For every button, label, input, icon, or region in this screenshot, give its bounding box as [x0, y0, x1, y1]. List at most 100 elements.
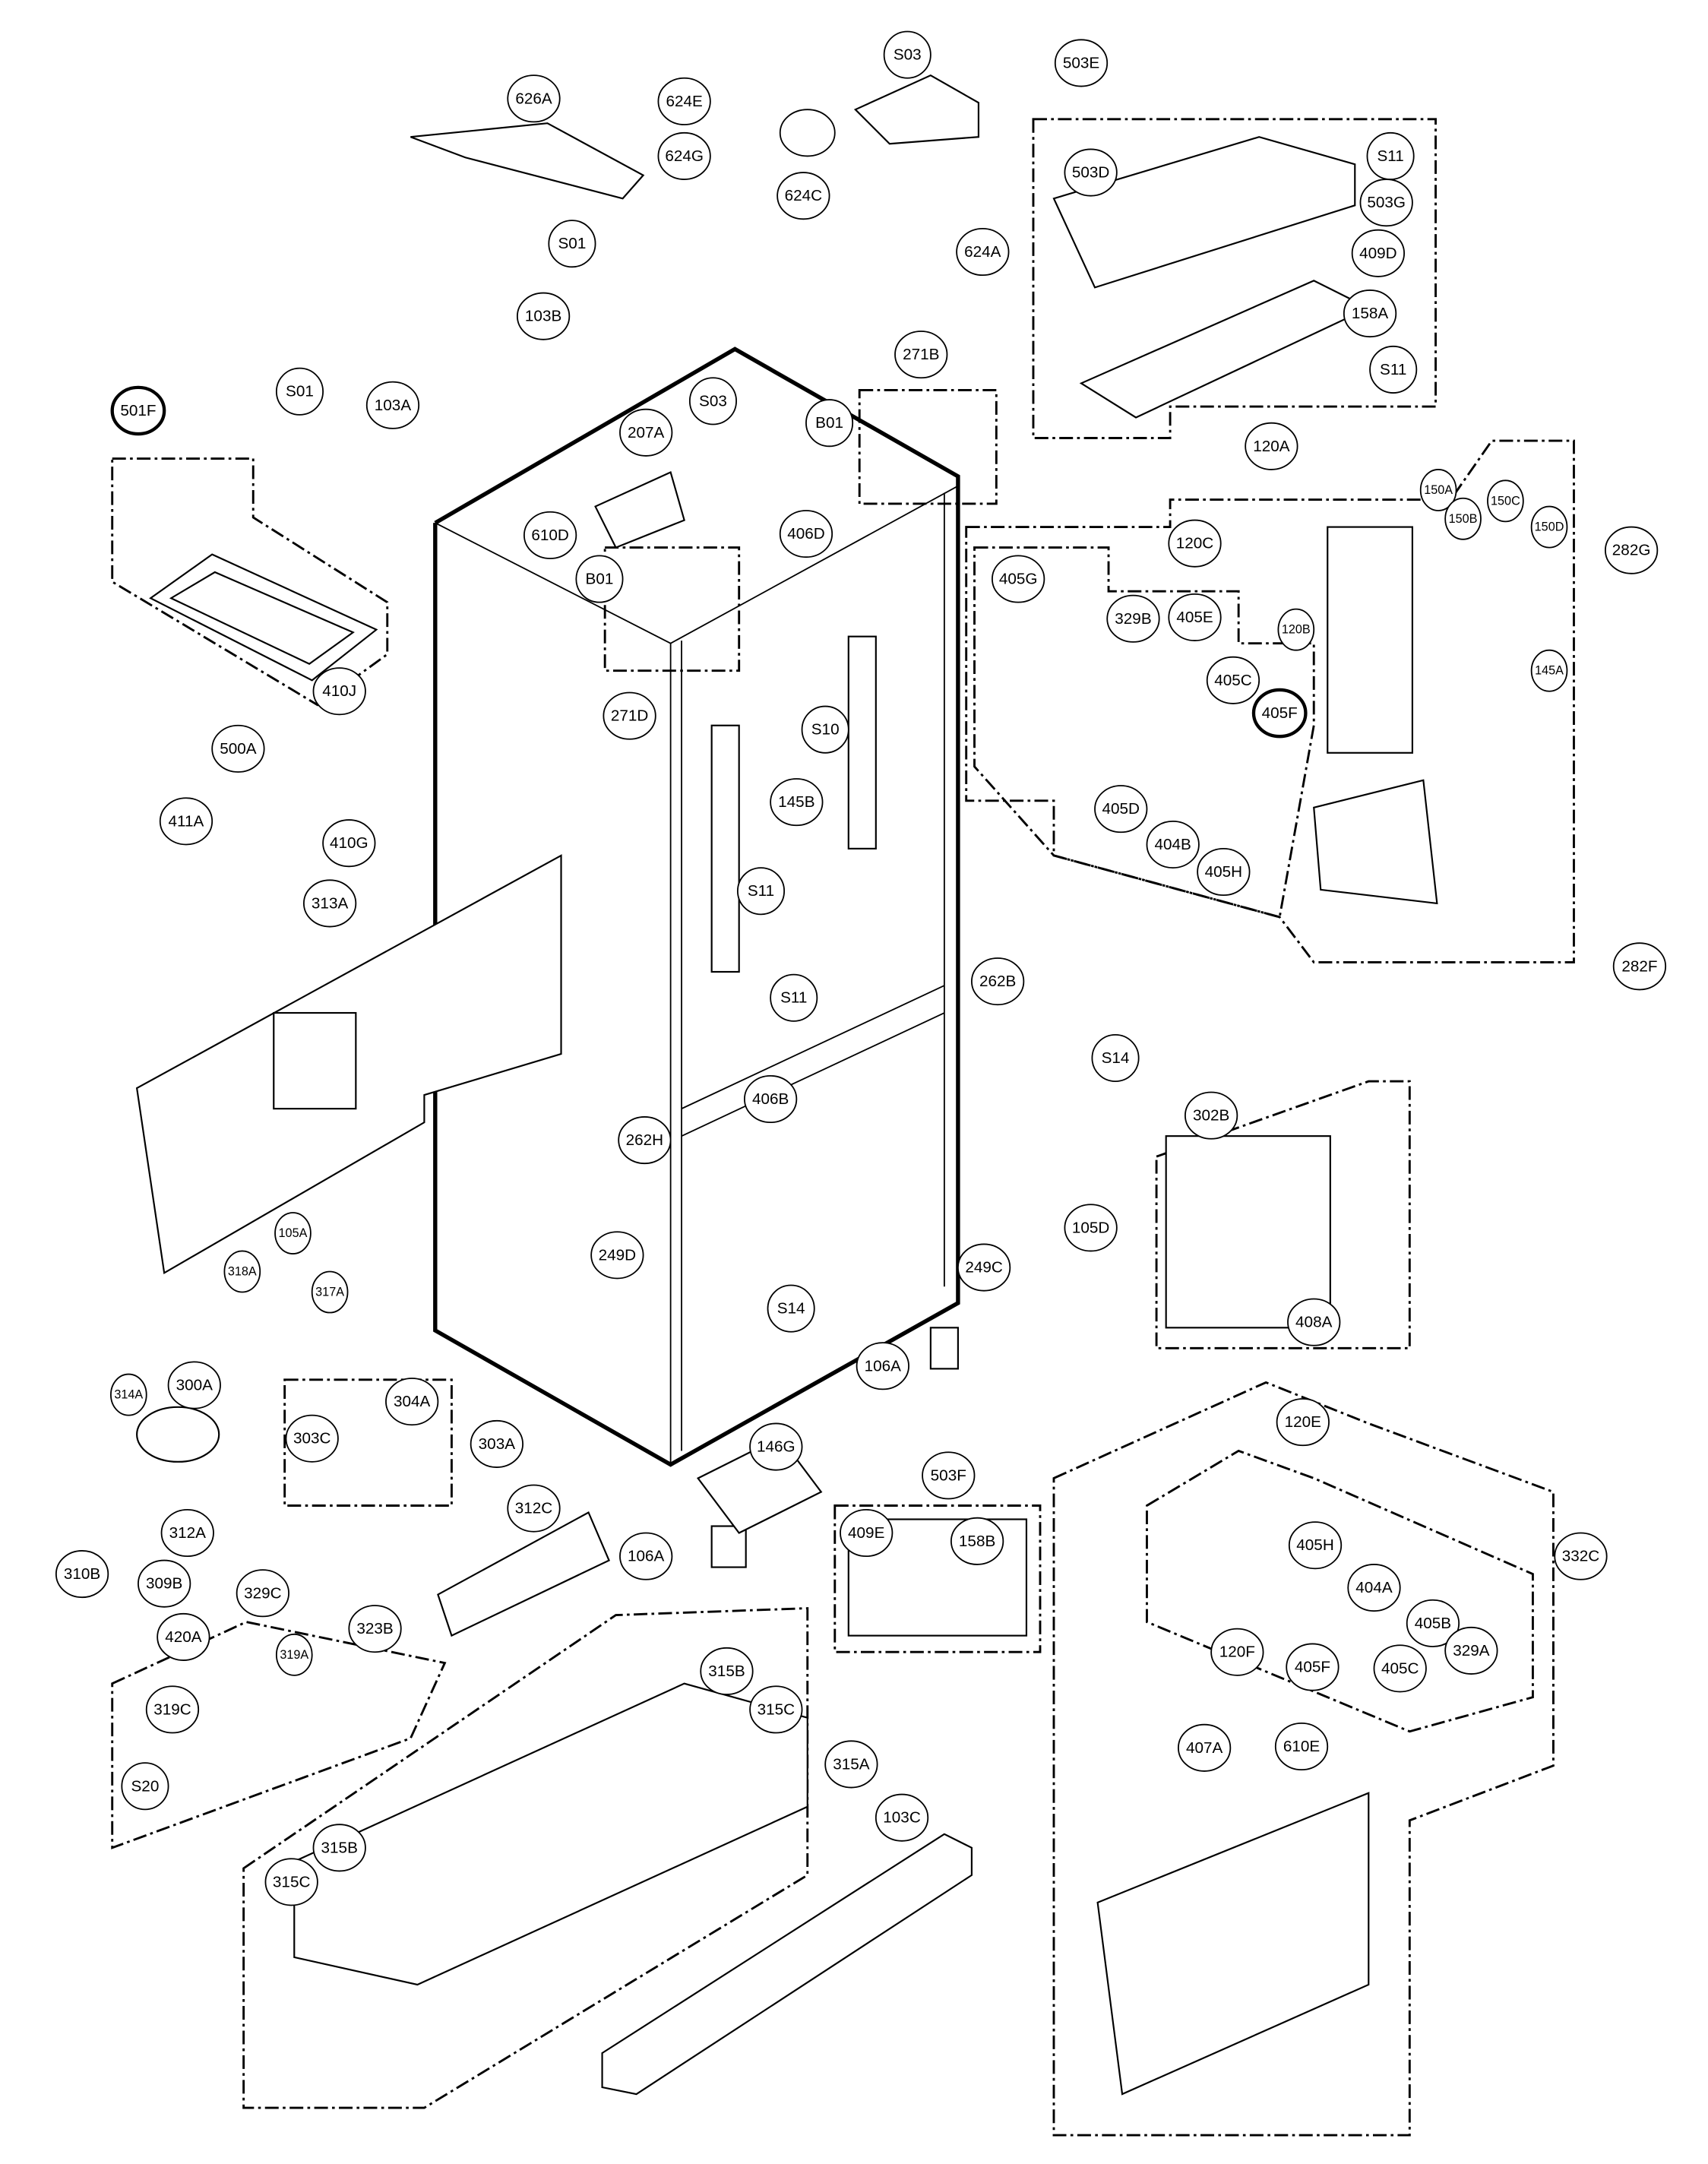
- callout-label: S20: [131, 1777, 160, 1795]
- callout-label: 624A: [964, 243, 1001, 261]
- group-box-271B: [858, 389, 998, 505]
- callout-bubble: [1288, 1521, 1343, 1570]
- callout-label: S03: [699, 392, 727, 410]
- callout-label: 624C: [785, 187, 823, 204]
- callout-label: 120B: [1282, 623, 1311, 637]
- callout-120c: 120C: [1168, 519, 1222, 568]
- callout-309b: 309B: [138, 1559, 191, 1608]
- callout-409d: 409D: [1351, 229, 1406, 277]
- callout-label: 405C: [1214, 672, 1252, 689]
- callout-label: 262H: [626, 1131, 664, 1149]
- callout-624c: 624C: [777, 172, 830, 220]
- callout-bubble: [1185, 1091, 1238, 1140]
- callout-bubble: [957, 1243, 1011, 1292]
- callout-label: 405G: [999, 571, 1038, 588]
- callout-610e: 610E: [1274, 1723, 1329, 1771]
- callout-bubble: [312, 1824, 366, 1872]
- callout-bubble: [236, 1569, 289, 1618]
- callout-262h: 262H: [618, 1116, 672, 1165]
- callout-bubble: [1091, 1033, 1140, 1082]
- callout-label: 309B: [146, 1575, 182, 1593]
- callout-bubble: [145, 1685, 200, 1734]
- callout-bubble: [1605, 526, 1659, 574]
- callout-304a: 304A: [385, 1378, 439, 1426]
- callout-312a: 312A: [160, 1509, 214, 1558]
- callout-bubble: [1444, 1626, 1498, 1675]
- callout-106a: 106A: [856, 1342, 909, 1390]
- callout-bubble: [274, 1212, 312, 1254]
- callout-label: 406B: [752, 1090, 789, 1108]
- callout-406b: 406B: [743, 1074, 798, 1124]
- callout-bubble: [856, 1342, 909, 1390]
- callout-315b: 315B: [700, 1647, 754, 1695]
- callout-103b: 103B: [516, 292, 571, 340]
- callout-label: 501F: [120, 402, 156, 419]
- callout-label: 271B: [903, 346, 939, 363]
- callout-405e: 405E: [1168, 593, 1222, 641]
- group-box-501F: [111, 457, 389, 707]
- callout-bubble: [507, 1484, 561, 1533]
- callout-105a: 105A: [274, 1212, 312, 1254]
- callout-label: 407A: [1186, 1739, 1223, 1757]
- callout-label: 503D: [1072, 164, 1110, 182]
- callout-329c: 329C: [236, 1569, 289, 1618]
- callout-105d: 105D: [1064, 1204, 1118, 1252]
- callout-s01: S01: [548, 220, 596, 268]
- callout-bubble: [348, 1605, 402, 1653]
- callout-label: 105A: [279, 1226, 308, 1240]
- callout-label: 150B: [1449, 512, 1478, 526]
- group-box-120E: [1146, 1449, 1534, 1733]
- callout-b01: B01: [575, 555, 624, 603]
- callout-bubble: [779, 109, 836, 157]
- callout-bubble: [1146, 820, 1200, 868]
- callout-bubble: [157, 1612, 210, 1661]
- callout-label: S01: [286, 383, 314, 400]
- callout-s11: S11: [770, 973, 818, 1022]
- callout-150d: 150D: [1530, 505, 1568, 549]
- callout-103a: 103A: [365, 381, 420, 429]
- callout-label: 120F: [1219, 1644, 1255, 1661]
- callout-103c: 103C: [875, 1793, 929, 1842]
- callout-405h: 405H: [1288, 1521, 1343, 1570]
- callout-label: 610D: [531, 527, 569, 544]
- callout-bubble: [1351, 229, 1406, 277]
- callout-bubble: [619, 1532, 673, 1580]
- callout-271b: 271B: [894, 331, 948, 379]
- callout-405c: 405C: [1373, 1644, 1427, 1693]
- callout-label: 409E: [848, 1524, 884, 1542]
- callout-label: 103B: [525, 308, 561, 325]
- callout-bubble: [950, 1517, 1004, 1565]
- callout-503f: 503F: [922, 1451, 976, 1500]
- callout-303c: 303C: [285, 1414, 339, 1463]
- callout-bubble: [223, 1250, 261, 1293]
- callout-label: 158B: [959, 1533, 995, 1550]
- callout-label: 329B: [1115, 610, 1151, 628]
- callout-bubble: [770, 778, 824, 827]
- callout-b01: B01: [805, 399, 854, 448]
- callout-bubble: [1359, 179, 1413, 227]
- callout-bubble: [365, 381, 420, 429]
- group-box-303A: [283, 1378, 453, 1507]
- callout-bubble: [275, 1633, 313, 1676]
- callout-404a: 404A: [1347, 1564, 1401, 1612]
- callout-503e: 503E: [1054, 39, 1109, 87]
- callout-label: 405C: [1381, 1659, 1419, 1677]
- callout-label: 312C: [515, 1500, 553, 1517]
- callout-bubble: [805, 399, 854, 448]
- callout-bubble: [1347, 1564, 1401, 1612]
- callout-s11: S11: [736, 867, 786, 916]
- callout-s01: S01: [275, 367, 324, 416]
- callout-145b: 145B: [770, 778, 824, 827]
- callout-label: 249C: [965, 1259, 1003, 1277]
- callout-bubble: [779, 510, 833, 558]
- callout-bubble: [971, 957, 1025, 1006]
- callout-blank: [779, 109, 836, 157]
- callout-label: S03: [894, 46, 922, 64]
- callout-408a: 408A: [1287, 1298, 1341, 1346]
- callout-bubble: [1373, 1644, 1427, 1693]
- callout-317a: 317A: [311, 1270, 349, 1314]
- callout-label: 503G: [1367, 194, 1406, 211]
- callout-label: 315C: [758, 1701, 795, 1718]
